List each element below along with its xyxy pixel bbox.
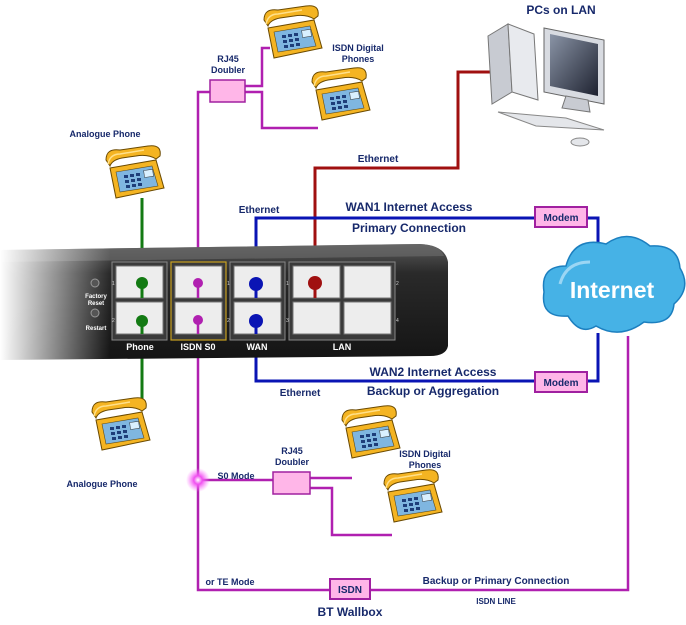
isdn-line-label: ISDN LINE (476, 597, 516, 606)
s0-mode-junction (186, 468, 210, 492)
backup-or-aggregation-label: Backup or Aggregation (367, 384, 499, 398)
lan-port-1-plug (308, 276, 322, 290)
isdn-phone-icon (263, 4, 323, 59)
port-number: 2 (112, 318, 115, 324)
pcs-on-lan-label: PCs on LAN (526, 3, 595, 17)
wan2-internet-access-label: WAN2 Internet Access (370, 365, 497, 379)
lan-ethernet-cable (313, 70, 520, 283)
rj45-doubler-top-label-1: RJ45 (217, 54, 239, 64)
analogue-phone-icon (105, 144, 165, 199)
wan-port-1-plug (249, 277, 263, 291)
doubler-to-phone-2 (245, 46, 270, 88)
lan-port-group (288, 261, 396, 341)
phone-port-group (111, 261, 168, 341)
isdn-phone-icon (311, 66, 371, 121)
phone-port-2-plug (136, 315, 148, 327)
isdn-line-cable (370, 336, 630, 592)
port-number: 3 (286, 318, 289, 324)
wan-port-2-plug (249, 314, 263, 328)
phone-port-1-plug (136, 277, 148, 289)
port-number: 1 (227, 281, 230, 287)
modem-2-box (534, 371, 588, 393)
wan1-ethernet-label: Ethernet (239, 205, 280, 216)
isdn-digital-phones-top-2: Phones (342, 54, 375, 64)
isdn-s0-cable-top (196, 90, 210, 284)
phone-port-label: Phone (126, 342, 154, 352)
isdn-digital-phones-top-1: ISDN Digital (332, 43, 384, 53)
rj45-doubler-bottom-label-1: RJ45 (281, 446, 303, 456)
restart-button[interactable] (90, 308, 100, 318)
wan1-internet-access-label: WAN1 Internet Access (346, 200, 473, 214)
rj45-doubler-bottom-label-2: Doubler (275, 457, 309, 467)
wan2-ethernet-label: Ethernet (280, 388, 321, 399)
router-icon: Factory Reset Restart 1 2 1 2 1 2 3 4 Ph… (0, 240, 448, 365)
internet-label: Internet (570, 277, 655, 303)
port-number: 1 (112, 281, 115, 287)
factory-reset-button[interactable] (90, 278, 100, 288)
or-te-mode-label: or TE Mode (206, 577, 255, 587)
analogue-phone-top-label: Analogue Phone (69, 129, 140, 139)
isdn-s0-port-label: ISDN S0 (180, 342, 215, 352)
bt-wallbox-label: BT Wallbox (318, 605, 383, 619)
cloud-icon (542, 235, 686, 333)
port-number: 4 (396, 318, 399, 324)
analogue-phone-icon (91, 396, 151, 451)
port-number: 2 (396, 281, 399, 287)
desktop-pc-icon (487, 23, 605, 147)
wan-port-label: WAN (247, 342, 268, 352)
primary-connection-label: Primary Connection (352, 221, 466, 235)
isdn-wallbox (329, 578, 371, 600)
isdn-digital-phones-bottom-2: Phones (409, 460, 442, 470)
backup-or-primary-connection-label: Backup or Primary Connection (423, 576, 570, 587)
port-number: 1 (286, 281, 289, 287)
isdn-port-2-plug (193, 315, 203, 325)
rj45-doubler-bottom (272, 471, 311, 495)
factory-reset-label-2: Reset (88, 301, 104, 307)
rj45-doubler-top-label-2: Doubler (211, 65, 245, 75)
port-number: 2 (227, 318, 230, 324)
modem-1-box (534, 206, 588, 228)
modem-1-label: Modem (544, 213, 579, 224)
modem2-to-internet (586, 333, 600, 383)
restart-label: Restart (86, 326, 107, 332)
lan-ethernet-label: Ethernet (358, 154, 399, 165)
factory-reset-label-1: Factory (85, 294, 107, 300)
isdn-digital-phones-bottom-1: ISDN Digital (399, 449, 451, 459)
isdn-port-1-plug (193, 278, 203, 288)
modem-2-label: Modem (544, 378, 579, 389)
isdn-s0-cable-bottom (196, 320, 330, 592)
isdn-phone-icon (341, 404, 401, 459)
doubler2-to-phone-2 (310, 486, 392, 537)
s0-mode-label: S0 Mode (217, 471, 254, 481)
doubler-to-phone-1 (245, 90, 318, 130)
rj45-doubler-top (209, 79, 246, 103)
analogue-phone-bottom-label: Analogue Phone (66, 479, 137, 489)
lan-port-label: LAN (333, 342, 352, 352)
isdn-phone-icon (383, 468, 443, 523)
isdn-wallbox-label: ISDN (338, 585, 362, 596)
